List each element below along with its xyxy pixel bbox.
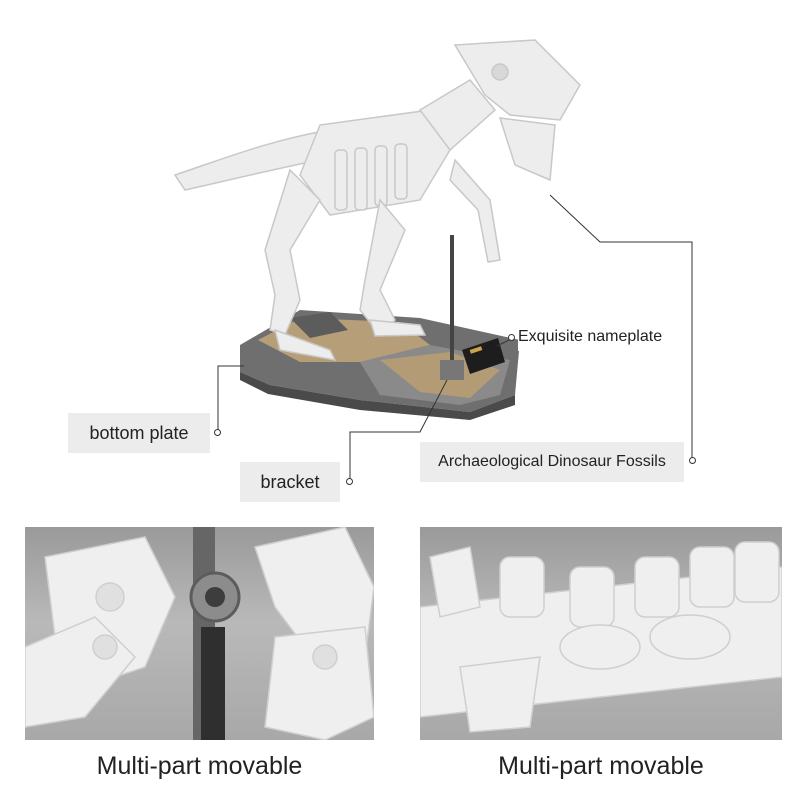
label-bottom-plate: bottom plate [68, 413, 210, 453]
label-fossils-text: Archaeological Dinosaur Fossils [438, 453, 666, 470]
caption-left-text: Multi-part movable [96, 752, 303, 780]
vertebrae-closeup-image [420, 541, 782, 733]
caption-right: Multi-part movable [420, 752, 782, 781]
caption-right-text: Multi-part movable [498, 752, 704, 780]
label-bracket: bracket [240, 462, 340, 502]
label-bottom-plate-text: bottom plate [89, 422, 189, 443]
bracket-foot [440, 360, 464, 380]
fossils-marker-dot [689, 457, 696, 464]
label-bracket-text: bracket [260, 471, 320, 492]
joint-closeup-image [25, 527, 374, 740]
label-fossils: Archaeological Dinosaur Fossils [420, 442, 684, 482]
caption-left: Multi-part movable [25, 752, 374, 781]
detail-photo-vertebrae [420, 527, 782, 740]
bracket-marker-dot [346, 478, 353, 485]
nameplate-marker-dot [508, 334, 515, 341]
bottom-plate-marker-dot [214, 429, 221, 436]
label-nameplate: Exquisite nameplate [518, 323, 686, 351]
detail-photo-joint [25, 527, 374, 740]
callout-lines [217, 194, 693, 482]
skeleton-bones [173, 39, 581, 362]
label-nameplate-text: Exquisite nameplate [518, 328, 663, 345]
dinosaur-skeleton-model [173, 39, 581, 420]
nameplate-plaque [462, 338, 505, 374]
